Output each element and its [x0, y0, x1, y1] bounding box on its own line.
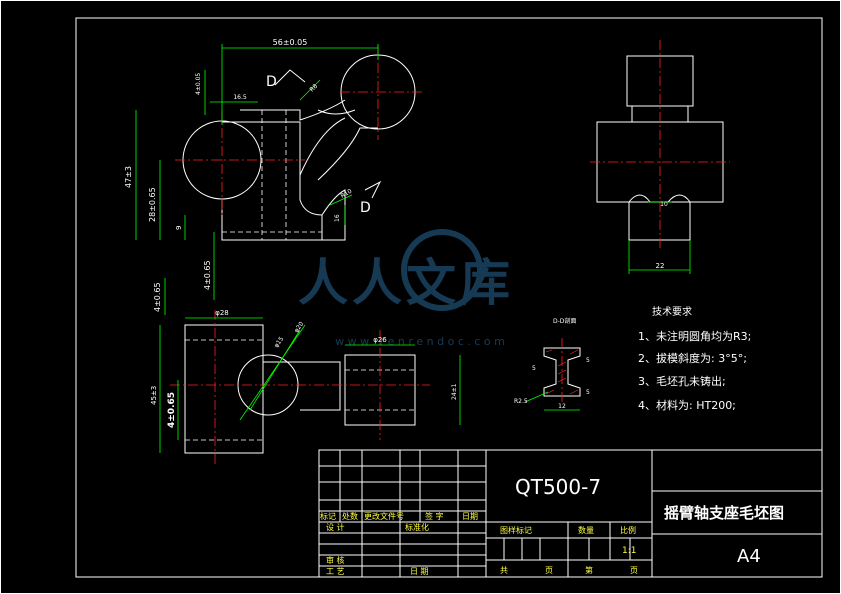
- top-arm: [263, 361, 341, 411]
- hdr-standard: 标准化: [405, 522, 429, 532]
- section-dd: D-D剖面 5 5 5 R2.5 12: [514, 317, 590, 411]
- sec-r2-5-label: R2.5: [514, 398, 528, 405]
- dim-dia15-leader: [249, 329, 301, 411]
- front-web: [321, 189, 346, 241]
- dim-56-label: 56±0.05: [273, 38, 308, 47]
- dim-24-label: 24±1: [451, 383, 458, 400]
- dim-9-label: 9: [175, 226, 183, 230]
- dim-28-label: 28±0.65: [148, 187, 157, 222]
- dim-4-bottom-label: 4±0.65: [203, 260, 212, 290]
- tech-notes-heading: 技术要求: [652, 305, 692, 318]
- hdr-mark: 标记: [320, 511, 336, 521]
- side-base: [628, 202, 691, 241]
- dim-dia15-label: φ15: [273, 335, 285, 349]
- section-d-bottom: D: [360, 200, 371, 216]
- tech-notes: 技术要求 1、未注明圆角均为R3; 2、拔模斜度为: 3°5°; 3、毛坯孔未铸…: [638, 305, 751, 412]
- hdr-design: 设 计: [326, 522, 345, 532]
- watermark: 人人文库 w w w . r e n r e n d o c . c o m: [298, 229, 514, 348]
- dim-4-top-label: 4±0.05: [195, 73, 202, 95]
- top-view: φ28 φ15 φ20 φ26 45±3 4±0.65 4±0.65 24±1: [150, 278, 461, 465]
- dim-r8-label: R8: [308, 83, 319, 94]
- dim-16-5-label: 16.5: [233, 94, 247, 101]
- tech-note-4: 4、材料为: HT200;: [638, 398, 736, 412]
- dim-22-label: 22: [656, 262, 665, 270]
- dim-4-mid-label: 4±0.65: [167, 392, 177, 428]
- hdr-review: 审 核: [326, 555, 345, 565]
- hdr-process: 工 艺: [326, 567, 345, 576]
- dim-47-label: 47±3: [124, 166, 133, 188]
- sec-5a-label: 5: [532, 365, 536, 372]
- dim-16-label: 16: [334, 214, 341, 222]
- side-fillets: [628, 194, 691, 203]
- dim-r8-leader: [299, 79, 321, 101]
- side-view: 10 22: [590, 40, 730, 274]
- dim-dia20-leader: [239, 324, 306, 421]
- dim-4-left-label: 4±0.65: [153, 282, 162, 312]
- hdr-count: 处数: [342, 511, 358, 521]
- sec-5b-label: 5: [586, 357, 590, 364]
- section-arrow-top-icon: [274, 69, 306, 86]
- hdr-signature: 签 字: [425, 511, 444, 521]
- hdr-pages2: 页: [630, 566, 638, 575]
- hdr-date2: 日 期: [410, 567, 429, 576]
- tech-note-3: 3、毛坯孔未铸出;: [638, 374, 726, 388]
- hdr-pages: 页: [545, 566, 553, 575]
- dim-r10-leader: [329, 194, 353, 206]
- front-body-outline: [221, 121, 323, 241]
- section-dd-title: D-D剖面: [553, 317, 576, 325]
- scale-value: 1:1: [622, 546, 636, 556]
- front-view: 56±0.05 16.5 4±0.05 47±3 28±0.65 9 4±0.6…: [124, 38, 425, 300]
- sec-r2-5-leader: [524, 391, 549, 403]
- section-dd-profile: [543, 347, 581, 397]
- section-arrow-bottom-icon: [364, 180, 382, 199]
- sec-12-label: 12: [558, 403, 566, 410]
- hdr-total: 共: [500, 566, 508, 575]
- dim-dia26-label: φ26: [373, 336, 387, 344]
- hdr-date: 日期: [462, 512, 478, 521]
- tech-note-1: 1、未注明圆角均为R3;: [638, 329, 751, 343]
- dim-45-label: 45±3: [150, 386, 158, 405]
- sec-5c-label: 5: [586, 389, 590, 396]
- watermark-logo-icon: [401, 229, 483, 311]
- title-block: QT500-7 摇臂轴支座毛坯图 A4 1:1 标记 处数 更改文件号 签 字 …: [318, 449, 823, 578]
- front-arm-outline: [240, 99, 378, 181]
- watermark-url: w w w . r e n r e n d o c . c o m: [335, 335, 505, 348]
- drawing-name: 摇臂轴支座毛坯图: [664, 504, 784, 522]
- tech-note-2: 2、拔模斜度为: 3°5°;: [638, 351, 747, 365]
- sheet-size: A4: [737, 546, 761, 567]
- dim-dia28-label: φ28: [215, 309, 229, 317]
- watermark-title: 人人文库: [298, 254, 514, 312]
- hdr-quantity: 数量: [578, 525, 594, 535]
- section-d-top: D: [266, 74, 277, 90]
- title-block-frame: [318, 449, 823, 578]
- hdr-change-doc: 更改文件号: [364, 511, 404, 521]
- hdr-stage-mark: 图样标记: [500, 525, 532, 535]
- dim-10-label: 10: [660, 201, 668, 208]
- hdr-sheet: 第: [585, 565, 593, 575]
- hdr-ratio: 比例: [620, 525, 636, 535]
- material-label: QT500-7: [515, 475, 601, 499]
- top-left-block: [184, 324, 264, 454]
